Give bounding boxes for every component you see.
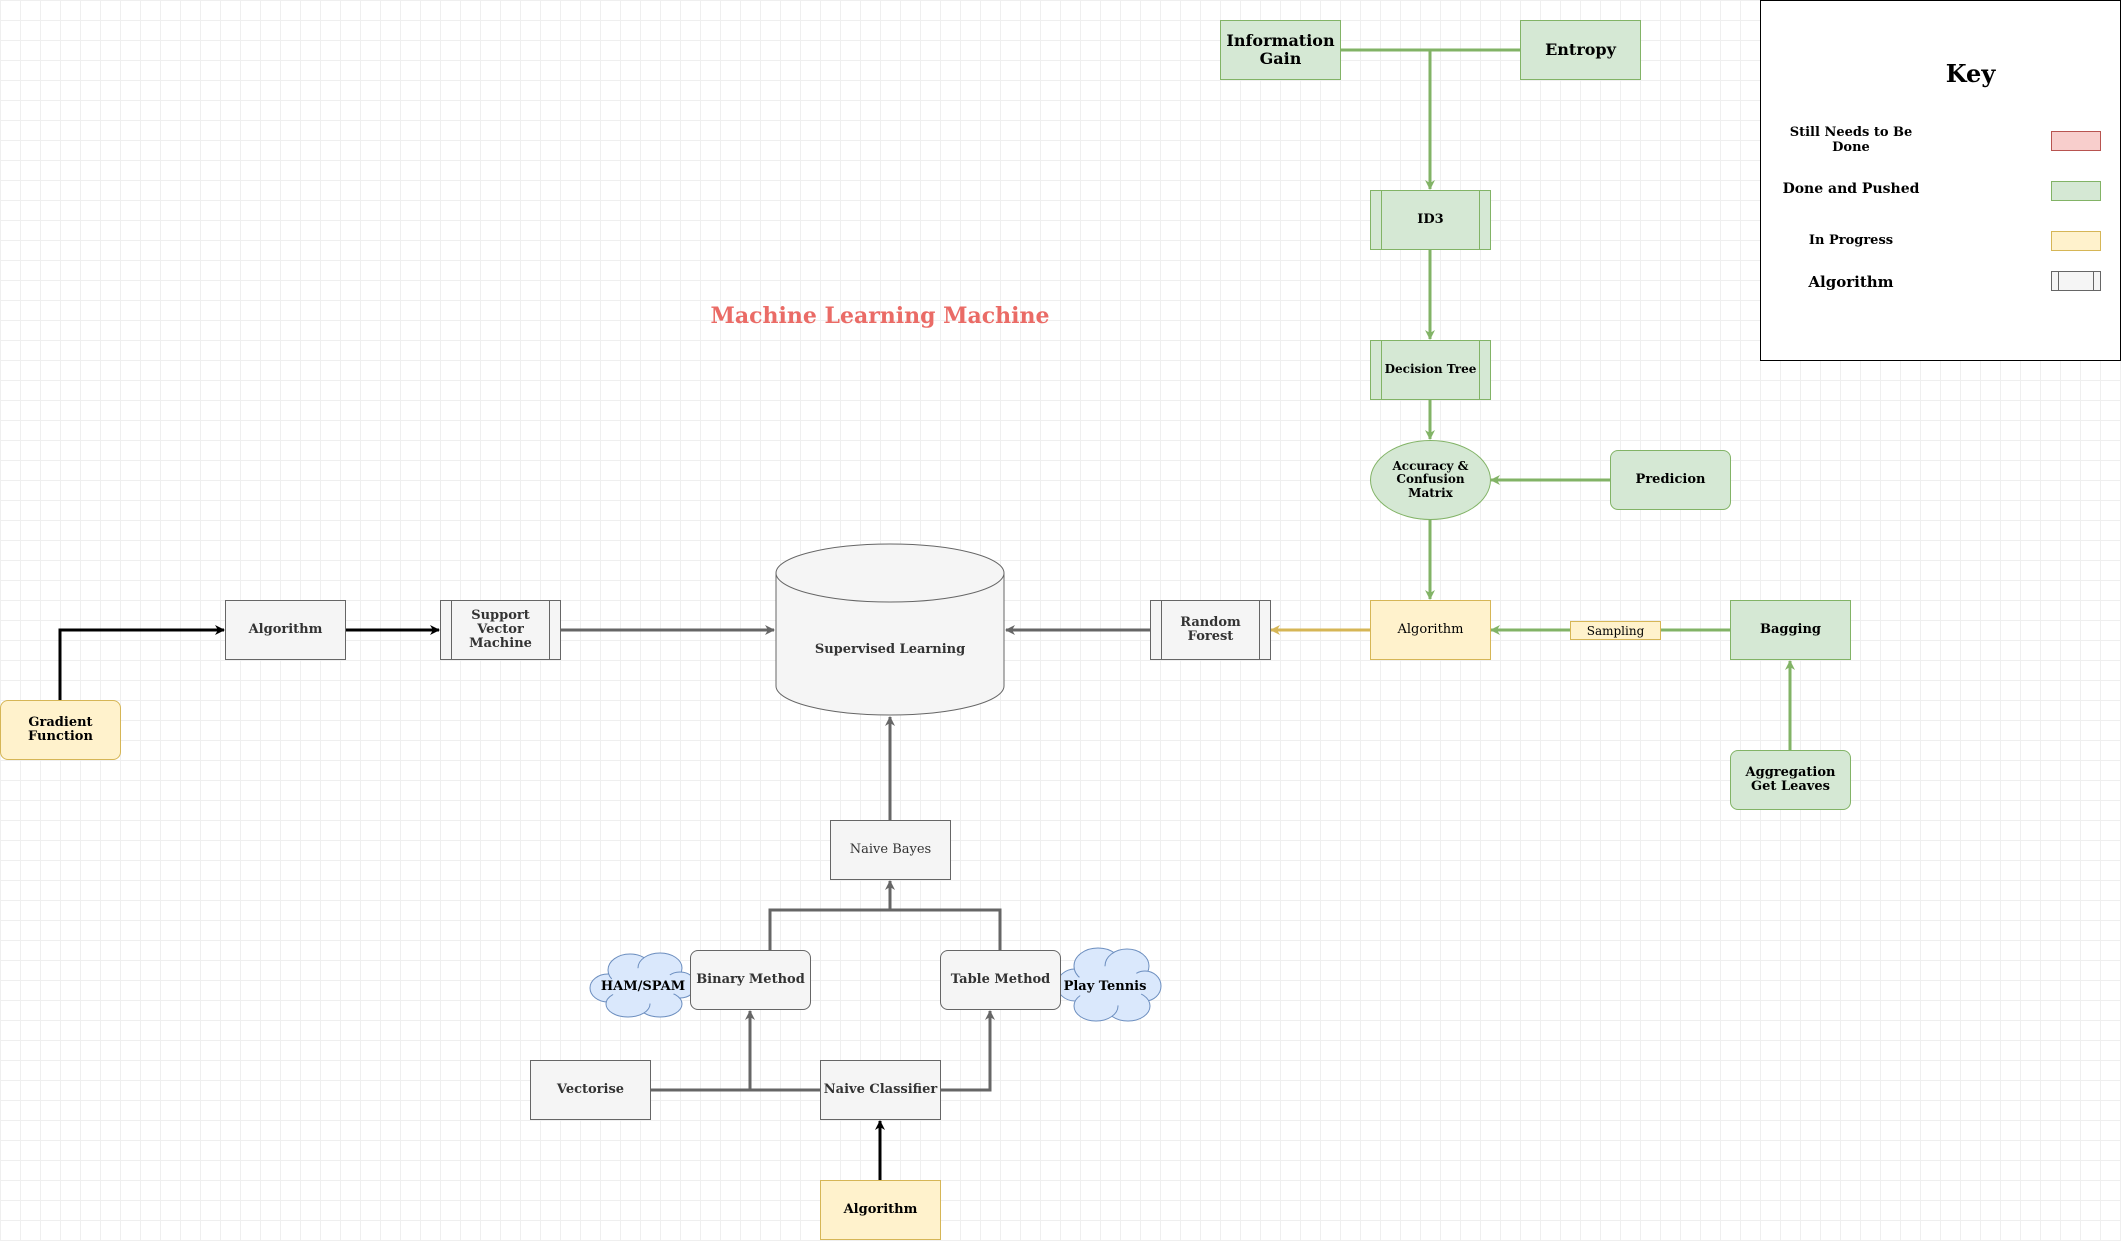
node-algorithm-random-forest[interactable]: Algorithm [1370,600,1491,660]
edge-table-naivebayes [885,880,1002,950]
node-aggregation-get-leaves[interactable]: Aggregation Get Leaves [1730,750,1851,810]
key-legend: Key Still Needs to Be Done Done and Push… [1760,0,2121,361]
key-title: Key [1945,59,1996,88]
edge-gradient-algorithm [58,625,225,700]
diagram-title: Machine Learning Machine [710,303,1050,329]
node-gradient-function[interactable]: Gradient Function [0,700,121,760]
node-naive-classifier[interactable]: Naive Classifier [820,1060,941,1120]
node-support-vector-machine[interactable]: Support Vector Machine [440,600,561,660]
key-swatch-done-pushed [2051,181,2101,201]
key-label-still-needs: Still Needs to Be Done [1789,125,1913,155]
key-label-algorithm: Algorithm [1808,273,1894,291]
cloud-play-tennis-shape [1056,947,1162,1022]
cloud-ham-spam-shape [589,952,697,1018]
cloud-play-tennis: Play Tennis [1063,978,1147,994]
key-swatch-still-needs [2051,131,2101,151]
node-information-gain[interactable]: Information Gain [1220,20,1341,80]
node-bagging[interactable]: Bagging [1730,600,1851,660]
edge-label-sampling: Sampling [1570,621,1661,640]
node-random-forest[interactable]: Random Forest [1150,600,1271,660]
node-id3[interactable]: ID3 [1370,190,1491,250]
key-swatch-in-progress [2051,231,2101,251]
node-vectorise[interactable]: Vectorise [530,1060,651,1120]
node-binary-method[interactable]: Binary Method [690,950,811,1010]
node-algorithm-naive-bayes[interactable]: Algorithm [820,1180,941,1240]
node-supervised-learning[interactable]: Supervised Learning [814,641,966,657]
node-naive-bayes[interactable]: Naive Bayes [830,820,951,880]
node-accuracy-confusion-matrix[interactable]: Accuracy & Confusion Matrix [1370,440,1491,520]
key-label-in-progress: In Progress [1808,233,1894,248]
node-algorithm-svm[interactable]: Algorithm [225,600,346,660]
supervised-learning-cylinder [775,543,1005,716]
edge-vectorise-binary [650,1010,755,1092]
node-entropy[interactable]: Entropy [1520,20,1641,80]
key-label-done-pushed: Done and Pushed [1782,181,1920,197]
cloud-ham-spam: HAM/SPAM [600,978,686,994]
edge-classifier-table [940,1010,995,1092]
node-table-method[interactable]: Table Method [940,950,1061,1010]
key-swatch-algorithm [2051,271,2101,291]
edge-binary-naivebayes [768,908,890,950]
node-prediction[interactable]: Predicion [1610,450,1731,510]
node-decision-tree[interactable]: Decision Tree [1370,340,1491,400]
